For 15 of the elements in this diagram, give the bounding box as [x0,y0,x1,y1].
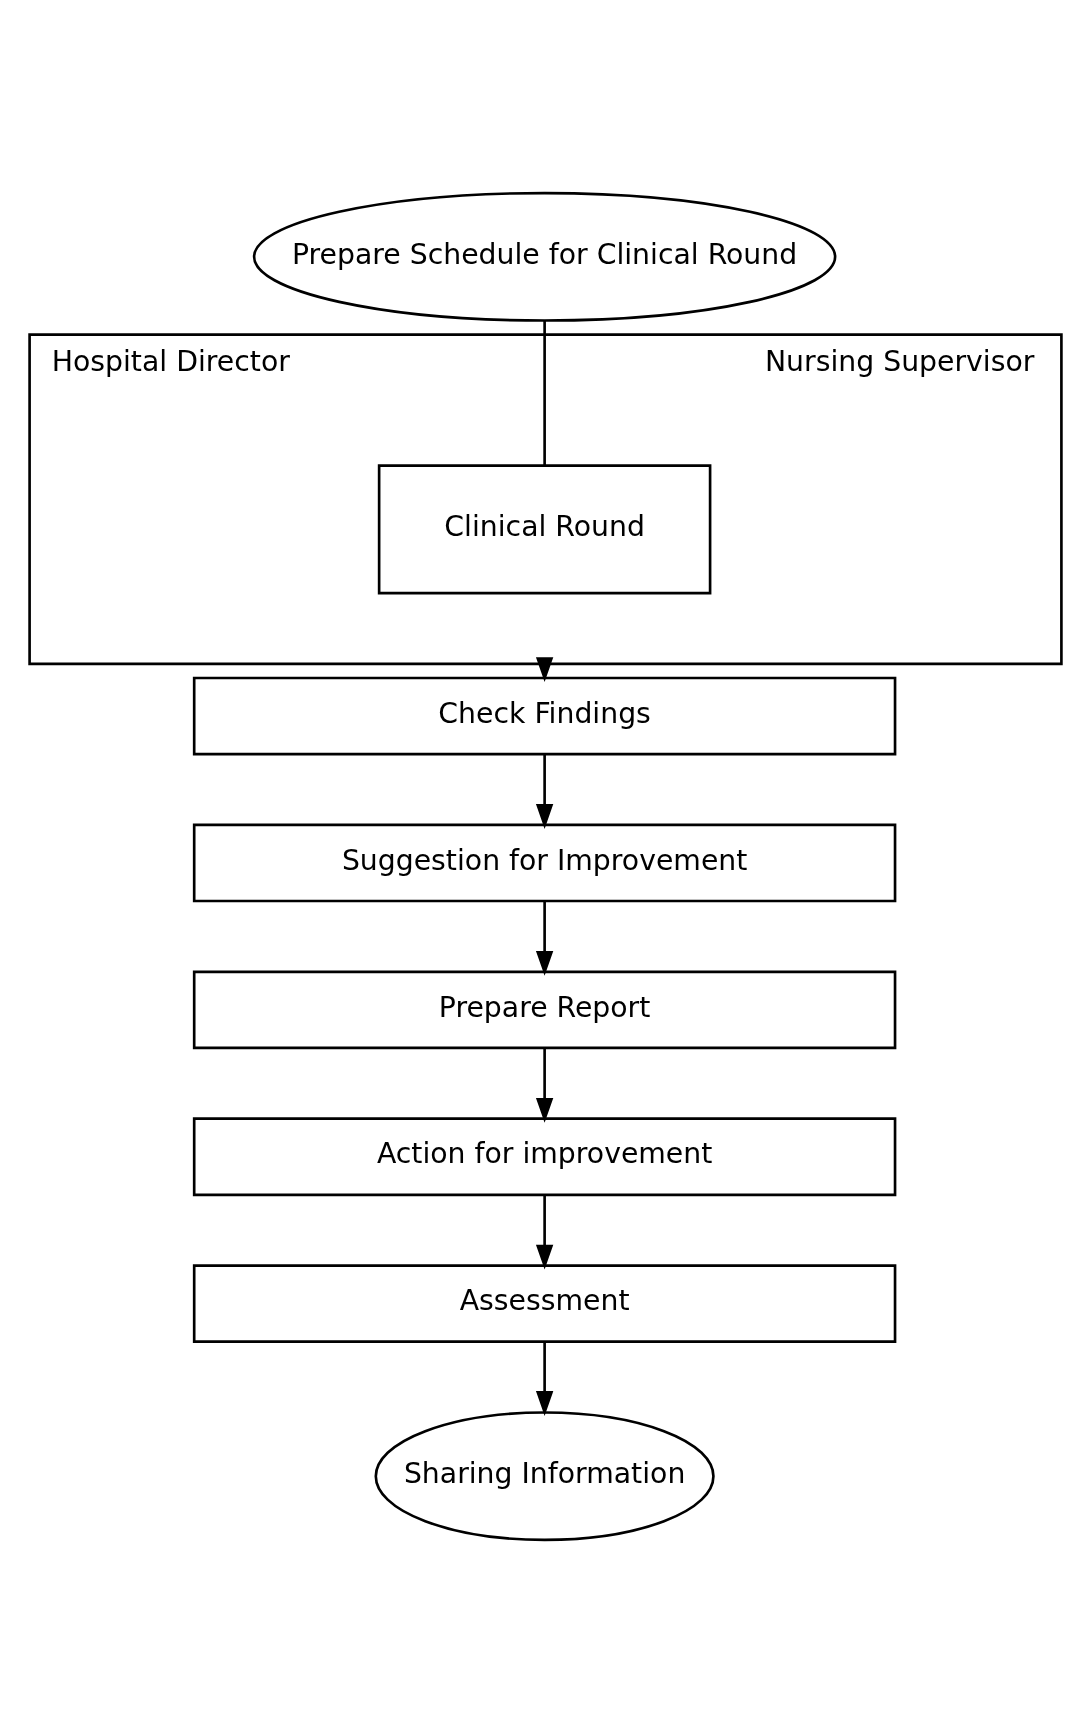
node-box: Prepare Report [192,970,897,1050]
arrow [535,1195,554,1270]
connector [543,320,546,466]
node-ellipse: Prepare Schedule for Clinical Round [252,191,837,322]
node-box: Suggestion for Improvement [192,823,897,903]
node-box: Check Findings [192,676,897,756]
node-box: Action for improvement [192,1117,897,1197]
node-box: Assessment [192,1264,897,1344]
arrow [535,754,554,829]
arrow [535,901,554,976]
arrow [535,657,554,682]
arrow [535,1048,554,1123]
node-ellipse: Sharing Information [374,1411,715,1542]
node-box: Clinical Round [377,464,712,595]
arrow [535,1342,554,1416]
